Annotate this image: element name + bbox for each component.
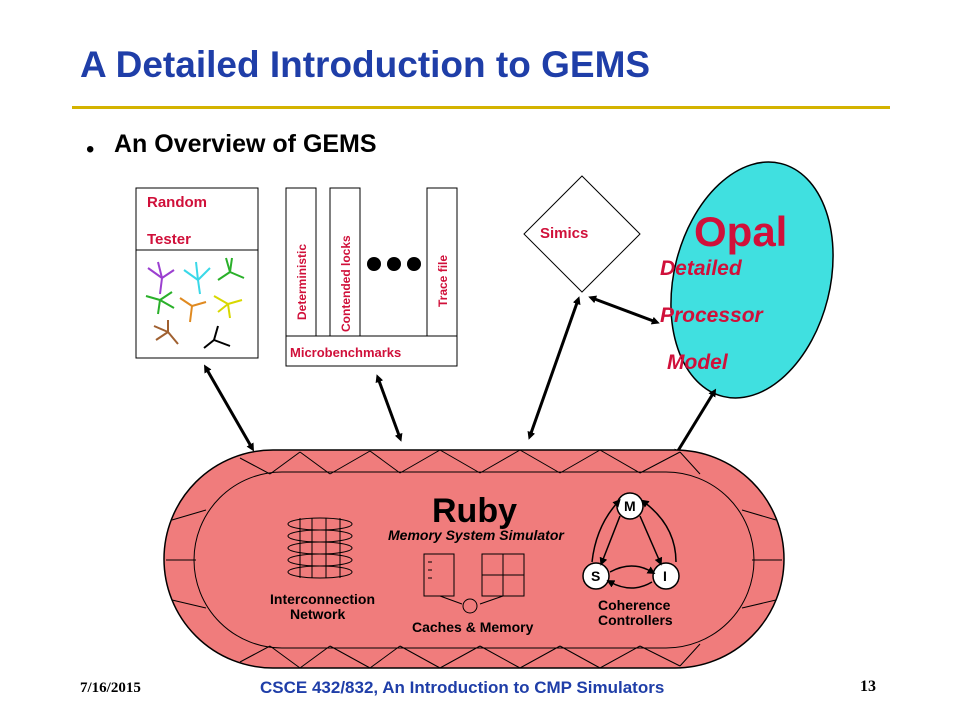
microbenchmark-label-contended: Contended locks (339, 235, 353, 332)
interconnect-label-1: Interconnection (270, 591, 375, 607)
opal-title: Opal (694, 208, 787, 255)
bullet-marker: • (86, 136, 95, 163)
state-s-label: S (591, 568, 600, 584)
slide-title: A Detailed Introduction to GEMS (80, 44, 651, 85)
ellipsis-dot (367, 257, 381, 271)
random-tester-label-1: Random (147, 194, 207, 211)
random-tester-label-2: Tester (147, 231, 191, 248)
ruby-border-mesh (166, 449, 782, 669)
caches-memory-label: Caches & Memory (412, 619, 534, 635)
arrow-micro-ruby (375, 374, 403, 442)
state-s-node (582, 562, 610, 590)
coherence-label-2: Controllers (598, 612, 673, 628)
microbenchmarks-label: Microbenchmarks (290, 345, 401, 360)
arrow-tester-ruby (204, 364, 254, 452)
coherence-label-1: Coherence (598, 597, 671, 613)
title-divider (72, 106, 890, 109)
state-i-node (652, 562, 680, 590)
opal-line-2: Processor (660, 304, 765, 327)
ellipsis-dot (407, 257, 421, 271)
microbenchmark-deterministic (285, 187, 317, 337)
state-i-label: I (663, 568, 667, 584)
ruby-subtitle: Memory System Simulator (388, 527, 565, 543)
microbenchmarks-group: Deterministic Contended locks Trace file… (285, 187, 458, 367)
simics-node: Simics (523, 175, 641, 293)
opal-line-1: Detailed (660, 257, 743, 280)
arrow-opal-ruby (673, 388, 717, 458)
caches-memory-icon (423, 553, 525, 614)
simics-label: Simics (540, 225, 588, 242)
interconnect-icon (287, 517, 353, 579)
slide-number: 13 (860, 678, 876, 695)
interconnect-label-2: Network (290, 606, 345, 622)
bullet-text: An Overview of GEMS (114, 130, 377, 158)
opal-line-3: Model (667, 351, 729, 374)
microbenchmark-label-trace: Trace file (436, 255, 450, 307)
ruby-node: Ruby Memory System Simulator Interconnec… (163, 449, 785, 669)
arrow-simics-ruby (527, 296, 581, 440)
state-m-label: M (624, 498, 636, 514)
tester-threads-icon (145, 257, 245, 349)
microbenchmark-label-deterministic: Deterministic (295, 244, 309, 320)
footer-date: 7/16/2015 (80, 680, 141, 696)
coherence-fsm: M S I (582, 492, 680, 590)
connection-arrows (204, 295, 717, 458)
opal-node: Opal Detailed Processor Model (660, 161, 834, 399)
random-tester-box: Random Tester (135, 187, 259, 359)
ellipsis-dot (387, 257, 401, 271)
arrow-simics-opal (588, 295, 660, 325)
microbenchmarks-base (285, 335, 458, 367)
microbenchmark-trace-file (426, 187, 458, 337)
footer-course: CSCE 432/832, An Introduction to CMP Sim… (260, 678, 665, 697)
ruby-title: Ruby (432, 492, 517, 530)
